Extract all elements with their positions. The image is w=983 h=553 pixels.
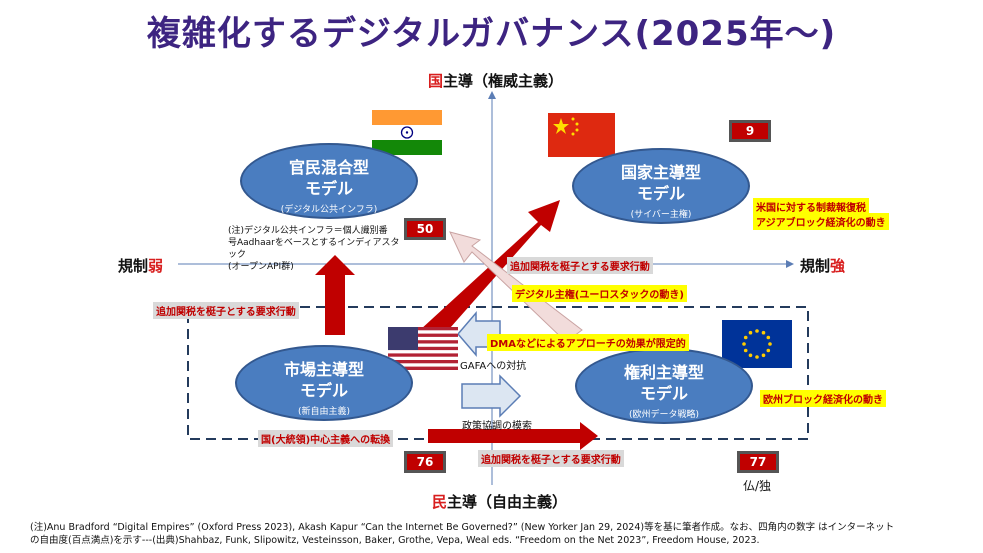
- model-market: 市場主導型 モデル (新自由主義): [235, 345, 413, 421]
- india-flag-icon: [372, 110, 442, 155]
- arrow-market-up: [315, 255, 355, 335]
- model-rights: 権利主導型 モデル (欧州データ戦略): [575, 348, 753, 424]
- model-rights-line1: 権利主導型: [623, 363, 704, 382]
- model-market-line1: 市場主導型: [283, 360, 364, 379]
- axis-bottom-rest: 主導（自由主義）: [447, 493, 568, 511]
- model-market-sub: (新自由主義): [297, 407, 351, 417]
- axis-bottom-prefix: 民: [432, 493, 448, 511]
- axis-label-top: 国主導（権威主義）: [428, 70, 563, 91]
- label-france-germany: 仏/独: [743, 479, 772, 493]
- model-state-line2: モデル: [636, 184, 685, 203]
- model-rights-line2: モデル: [639, 384, 688, 403]
- label-tariff-bottom: 追加関税を梃子とする要求行動: [478, 450, 624, 467]
- score-china: 9: [729, 120, 771, 142]
- usa-flag-icon: [388, 327, 458, 370]
- dpi-note-line3: (オープンAPI群): [228, 262, 294, 272]
- axis-right-prefix: 規制: [800, 257, 831, 275]
- footnote-line2: の自由度(百点満点)を示す---(出典)Shahbaz, Funk, Slipo…: [30, 535, 760, 546]
- eu-flag-icon: [722, 320, 792, 368]
- footnote-line1: (注)Anu Bradford “Digital Empires” (Oxfor…: [30, 522, 895, 533]
- axis-left-suffix: 弱: [148, 257, 164, 275]
- model-hybrid-sub: (デジタル公共インフラ): [280, 205, 378, 215]
- dpi-note-line1: (注)デジタル公共インフラ＝個人識別番: [228, 226, 388, 236]
- footnote: (注)Anu Bradford “Digital Empires” (Oxfor…: [30, 521, 980, 547]
- dpi-note-line2: 号Aadhaarをベースとするインディアスタック: [228, 238, 400, 260]
- label-tariff-left: 追加関税を梃子とする要求行動: [153, 302, 299, 319]
- model-hybrid: 官民混合型 モデル (デジタル公共インフラ): [240, 143, 418, 219]
- label-tariff-top: 追加関税を梃子とする要求行動: [507, 257, 653, 274]
- model-hybrid-line1: 官民混合型: [288, 158, 369, 177]
- score-india: 50: [404, 218, 446, 240]
- model-state: 国家主導型 モデル (サイバー主権): [572, 148, 750, 224]
- page-title: 複雑化するデジタルガバナンス(2025年〜): [146, 14, 837, 54]
- label-china-note2: アジアブロック経済化の動き: [753, 213, 889, 230]
- axis-top-rest: 主導（権威主義）: [443, 72, 564, 90]
- label-digital-sovereignty: デジタル主権(ユーロスタックの動き): [512, 285, 687, 302]
- label-china-note1: 米国に対する制裁報復税: [753, 198, 869, 215]
- model-market-line2: モデル: [299, 381, 348, 400]
- axis-label-left: 規制弱: [118, 255, 163, 276]
- axis-right-suffix: 強: [830, 257, 846, 275]
- model-state-line1: 国家主導型: [620, 163, 701, 182]
- score-eu: 77: [737, 451, 779, 473]
- dpi-note: (注)デジタル公共インフラ＝個人識別番 号Aadhaarをベースとするインディア…: [228, 225, 408, 273]
- label-eu-note: 欧州ブロック経済化の動き: [760, 390, 886, 407]
- axis-top-prefix: 国: [428, 72, 444, 90]
- score-usa: 76: [404, 451, 446, 473]
- axis-label-right: 規制強: [800, 255, 845, 276]
- label-usa-shift: 国(大統領)中心主義への転換: [258, 430, 394, 447]
- arrow-market-to-state: [420, 200, 560, 345]
- label-gafa: GAFAへの対抗: [460, 361, 527, 372]
- label-dma: DMAなどによるアプローチの効果が限定的: [487, 334, 689, 351]
- axis-label-bottom: 民主導（自由主義）: [432, 491, 567, 512]
- axis-left-prefix: 規制: [118, 257, 149, 275]
- china-flag-icon: [548, 113, 615, 157]
- label-policy: 政策協調の模索: [462, 421, 532, 432]
- model-rights-sub: (欧州データ戦略): [628, 410, 700, 420]
- model-hybrid-line2: モデル: [304, 179, 353, 198]
- model-state-sub: (サイバー主権): [630, 210, 692, 220]
- arrow-policy-right: [461, 374, 522, 418]
- arrow-bottom-right: [428, 422, 598, 450]
